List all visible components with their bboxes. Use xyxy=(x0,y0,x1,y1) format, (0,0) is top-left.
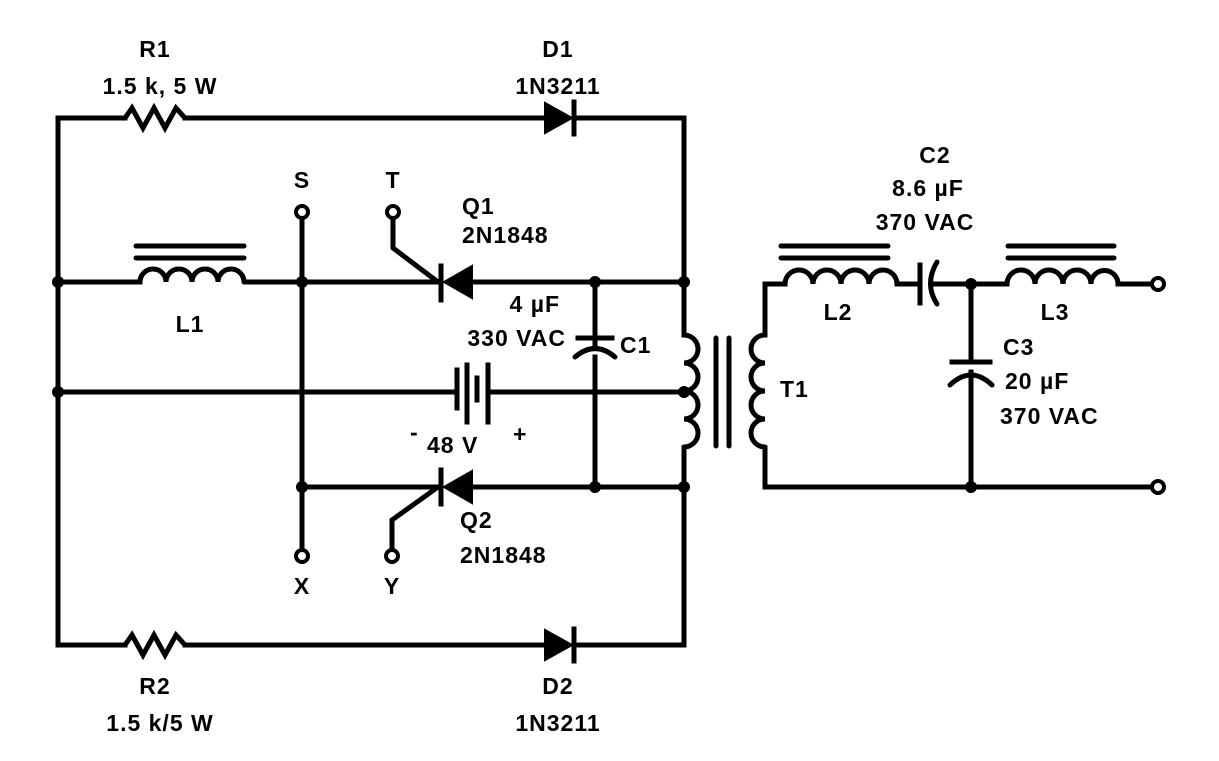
wire-q1-gate xyxy=(390,215,441,285)
inductor-l3-core-icon xyxy=(1005,243,1117,261)
d2-ref-label: D2 xyxy=(542,673,573,699)
transformer-t1: T1 xyxy=(681,332,809,450)
output-terminal-bottom[interactable] xyxy=(1150,479,1166,495)
c3-ref-label: C3 xyxy=(1003,334,1034,360)
inductor-l1: L1 xyxy=(133,243,247,337)
junctions xyxy=(52,276,977,493)
junction-dot xyxy=(296,276,308,288)
resistor-r1-icon xyxy=(122,102,188,134)
wire-output-bottom xyxy=(762,445,1155,490)
q2-ref-label: Q2 xyxy=(460,507,493,533)
scr-q1-icon xyxy=(441,264,473,300)
inductor-l2-core-icon xyxy=(778,243,891,261)
transformer-t1-core-icon xyxy=(713,335,732,449)
q2-value-label: 2N1848 xyxy=(460,542,547,568)
transformer-t1-primary-icon xyxy=(681,332,701,450)
l1-ref-label: L1 xyxy=(176,311,205,337)
c1-ref-label: C1 xyxy=(620,332,651,358)
junction-dot xyxy=(678,481,690,493)
d1-value-label: 1N3211 xyxy=(515,73,600,99)
wire-t1-secondary-top xyxy=(762,281,788,338)
c3-value-label: 20 µF xyxy=(1005,368,1069,394)
c1-value-label: 4 µF xyxy=(510,291,560,317)
battery-value-label: 48 V xyxy=(427,432,478,458)
diode-d2-icon xyxy=(544,628,575,662)
inductor-l2: L2 xyxy=(778,243,900,325)
r2-value-label: 1.5 k/5 W xyxy=(106,710,213,736)
output-terminal-top[interactable] xyxy=(1150,276,1166,292)
junction-dot xyxy=(589,276,601,288)
capacitor-c1: 4 µF 330 VAC C1 xyxy=(467,291,651,360)
c2-rating-label: 370 VAC xyxy=(876,209,975,235)
c2-value-label: 8.6 µF xyxy=(892,175,964,201)
inductor-l1-core-icon xyxy=(133,243,247,261)
wire-top-right xyxy=(572,115,687,285)
capacitor-c3: C3 20 µF 370 VAC xyxy=(947,334,1099,429)
terminal-s-label: S xyxy=(294,167,310,193)
capacitor-c2: C2 8.6 µF 370 VAC xyxy=(876,142,975,307)
capacitor-c2-curved-plate-icon xyxy=(928,259,940,307)
r1-ref-label: R1 xyxy=(139,36,170,62)
capacitor-c3-curved-plate-icon xyxy=(947,372,995,388)
inductor-l3: L3 xyxy=(1004,243,1121,325)
d2-value-label: 1N3211 xyxy=(515,710,600,736)
junction-dot xyxy=(589,481,601,493)
r1-value-label: 1.5 k, 5 W xyxy=(103,73,218,99)
terminals: S T X Y xyxy=(294,167,1166,599)
c1-rating-label: 330 VAC xyxy=(467,325,566,351)
junction-dot xyxy=(965,481,977,493)
resistor-r2-icon xyxy=(122,629,188,661)
junction-dot xyxy=(965,278,977,290)
diode-d1-icon xyxy=(544,101,575,135)
r2-ref-label: R2 xyxy=(139,673,170,699)
diode-d1: D1 1N3211 xyxy=(515,36,600,137)
transformer-t1-secondary-icon xyxy=(748,332,768,450)
battery-minus-label: - xyxy=(410,419,419,445)
battery-48v: - 48 V + xyxy=(410,362,527,458)
l2-ref-label: L2 xyxy=(824,299,853,325)
terminal-y-label: Y xyxy=(384,573,400,599)
resistor-r1: R1 1.5 k, 5 W xyxy=(103,36,218,134)
t1-ref-label: T1 xyxy=(780,376,809,402)
inductor-l3-icon xyxy=(1004,267,1121,287)
scr-q1: Q1 2N1848 xyxy=(438,193,549,303)
terminal-t[interactable] xyxy=(385,204,401,220)
terminal-x-label: X xyxy=(294,573,310,599)
junction-dot xyxy=(678,276,690,288)
capacitor-c1-curved-plate-icon xyxy=(572,346,618,360)
terminal-y[interactable] xyxy=(384,548,400,564)
c3-rating-label: 370 VAC xyxy=(1000,403,1099,429)
terminal-x[interactable] xyxy=(294,548,310,564)
l3-ref-label: L3 xyxy=(1041,299,1070,325)
terminal-t-label: T xyxy=(385,167,400,193)
junction-dot xyxy=(296,481,308,493)
c2-ref-label: C2 xyxy=(919,142,950,168)
junction-dot xyxy=(52,276,64,288)
inductor-l2-icon xyxy=(782,267,900,287)
q1-ref-label: Q1 xyxy=(462,193,495,219)
battery-plus-label: + xyxy=(513,421,527,447)
wire-bottom-right xyxy=(572,484,687,648)
wire-q2-gate xyxy=(389,484,441,555)
resistor-r2: R2 1.5 k/5 W xyxy=(106,629,213,736)
d1-ref-label: D1 xyxy=(542,36,573,62)
inductor-l1-icon xyxy=(137,266,247,285)
diode-d2: D2 1N3211 xyxy=(515,626,600,736)
junction-dot xyxy=(52,386,64,398)
q1-value-label: 2N1848 xyxy=(462,222,549,248)
scr-q2: Q2 2N1848 xyxy=(438,467,547,568)
terminal-s[interactable] xyxy=(294,204,310,220)
scr-q2-icon xyxy=(441,469,473,505)
